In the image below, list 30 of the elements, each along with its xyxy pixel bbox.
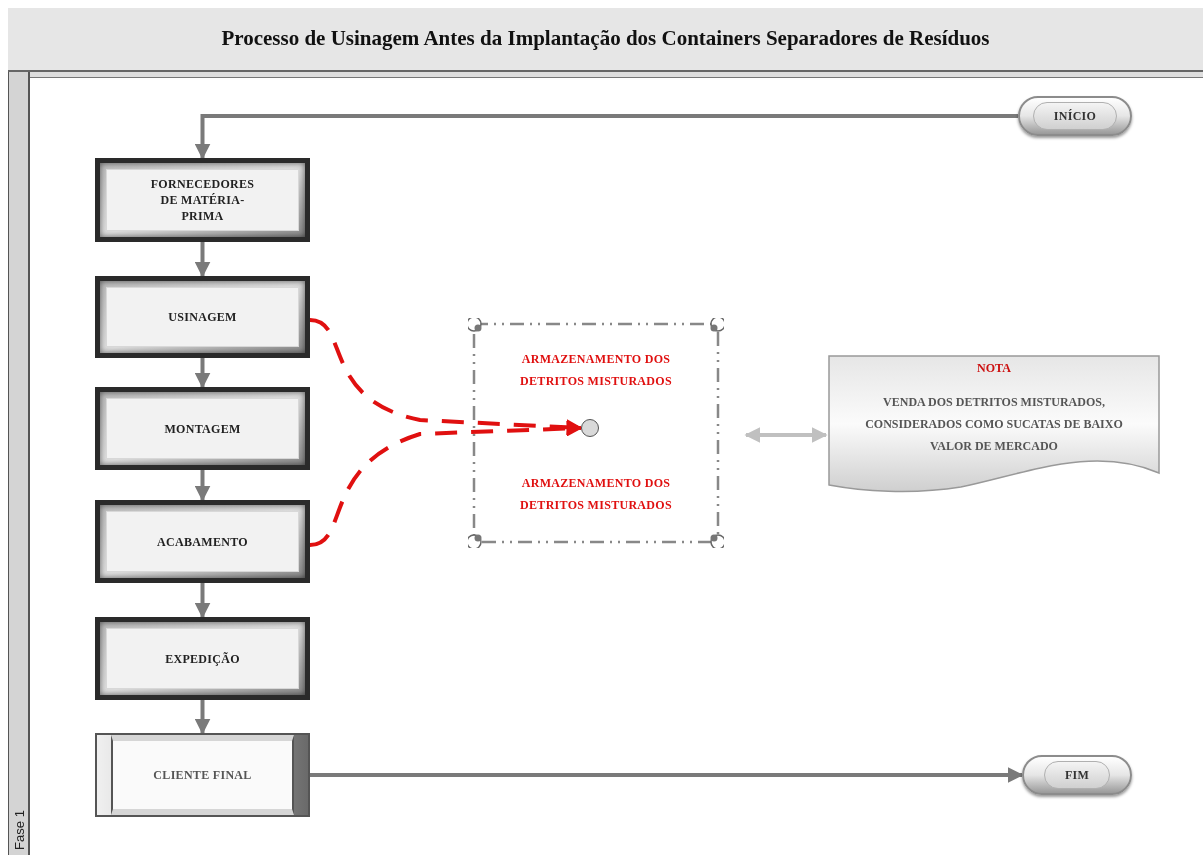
process-label: CLIENTE FINAL	[153, 767, 252, 784]
process-label: ACABAMENTO	[157, 533, 248, 550]
process-box	[95, 617, 310, 700]
process-label: USINAGEM	[168, 309, 237, 325]
process-label: FORNECEDORES DE MATÉRIA-PRIMA	[149, 176, 256, 224]
arrow	[194, 114, 1018, 160]
process-box	[95, 387, 310, 470]
arrow	[194, 358, 211, 389]
note-text: VENDA DOS DETRITOS MISTURADOS, CONSIDERADOS COMO SUCATAS DE BAIXO VALOR DE MERCADO	[864, 394, 1124, 455]
start-terminal	[1018, 96, 1132, 136]
arrow	[194, 242, 211, 278]
terminal-label: FIM	[1064, 767, 1090, 784]
process-label: EXPEDIÇÃO	[165, 650, 240, 667]
note-heading: NOTA	[977, 360, 1011, 377]
arrow	[744, 427, 828, 443]
arrow	[194, 470, 211, 502]
process-label: MONTAGEM	[164, 420, 241, 437]
arrow	[310, 767, 1024, 783]
arrow	[194, 583, 211, 619]
arrow	[194, 700, 211, 735]
terminal-label: INÍCIO	[1053, 108, 1097, 125]
end-terminal	[1022, 755, 1132, 795]
process-box	[95, 276, 310, 358]
diagram-title: Processo de Usinagem Antes da Implantação dos Containers Separadores de Resíduos	[221, 25, 990, 53]
lane-label: Fase 1	[13, 810, 27, 850]
process-box	[95, 158, 310, 242]
dashed-arrow	[309, 420, 583, 547]
note-document	[828, 355, 1160, 495]
process-box	[95, 500, 310, 583]
predefined-process-box	[95, 733, 310, 817]
